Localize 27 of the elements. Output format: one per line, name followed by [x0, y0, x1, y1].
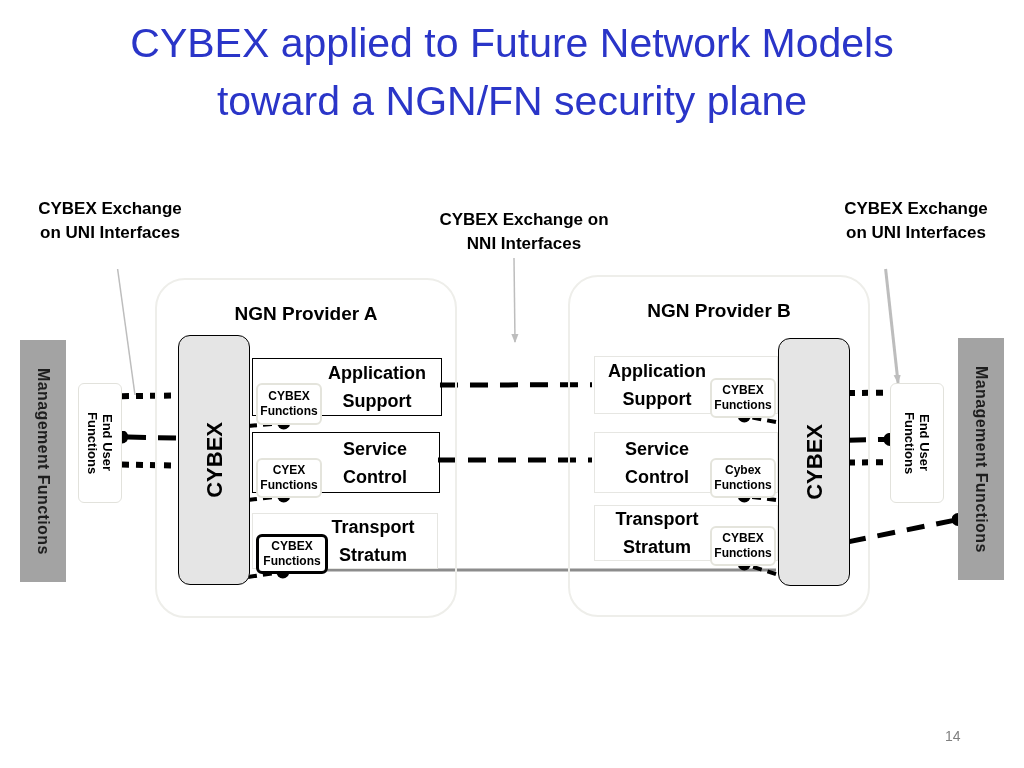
callout-text: CYBEX Exchange on UNI Interfaces: [37, 198, 183, 244]
cybex-bar: CYBEX: [178, 335, 250, 585]
callout-text: CYBEX Exchange on UNI Interfaces: [843, 198, 989, 244]
dashed-connector: [440, 382, 592, 388]
functions-box: CYBEX Functions: [710, 526, 776, 566]
cybex-bar: CYBEX: [778, 338, 850, 586]
line-connector: [884, 268, 901, 384]
management-functions-bar: Management Functions: [20, 340, 66, 582]
end-user-box: End User Functions: [890, 383, 944, 503]
provider-panel: [568, 275, 870, 617]
provider-panel: [155, 278, 457, 618]
leader-line: [511, 257, 519, 343]
management-functions-bar: Management Functions: [958, 338, 1004, 580]
end-user-box: End User Functions: [78, 383, 122, 503]
functions-box: CYBEX Functions: [256, 383, 322, 425]
dashed-connector: [438, 457, 592, 463]
functions-box: CYBEX Functions: [256, 534, 328, 574]
line-connector: [326, 568, 776, 572]
leader-line: [116, 268, 136, 396]
functions-box: CYBEX Functions: [710, 378, 776, 418]
panel-heading: NGN Provider B: [647, 299, 791, 323]
callout-text: CYBEX Exchange on NNI Interfaces: [438, 209, 610, 255]
page-number: 14: [945, 727, 961, 746]
panel-heading: NGN Provider A: [234, 302, 378, 326]
functions-box: Cybex Functions: [710, 458, 776, 498]
slide-title: CYBEX applied to Future Network Models toward a NGN/FN security plane: [129, 19, 895, 126]
functions-box: CYEX Functions: [256, 458, 322, 498]
